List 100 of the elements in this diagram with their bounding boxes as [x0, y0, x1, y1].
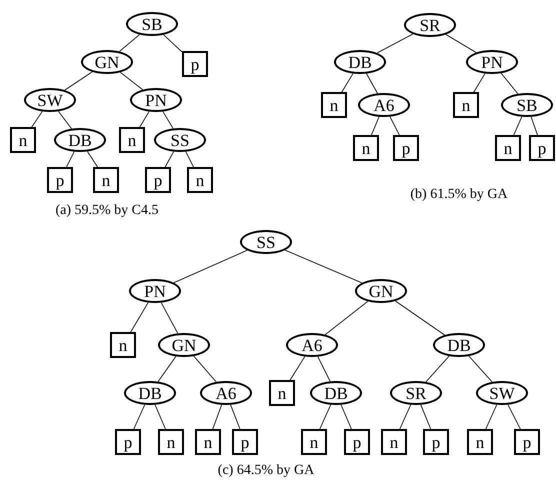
connector-line	[119, 34, 140, 52]
connector-line	[230, 404, 240, 430]
connector-line	[284, 250, 362, 284]
node-label: p	[352, 434, 362, 450]
node-label: p	[538, 140, 546, 156]
node-label: n	[504, 140, 512, 156]
node-label: GN	[368, 282, 394, 300]
leaf-node	[187, 167, 213, 193]
leaf-node	[467, 429, 493, 455]
attribute-node	[154, 128, 206, 152]
node-label: n	[362, 140, 370, 156]
connector-line	[340, 404, 352, 430]
leaf-node	[269, 380, 295, 406]
attribute-node	[240, 230, 292, 254]
node-label: n	[310, 434, 318, 450]
leaf-node	[381, 429, 407, 455]
connector-line	[446, 34, 476, 53]
connector-line	[58, 110, 72, 130]
attribute-node	[358, 93, 410, 117]
connector-line	[324, 300, 368, 336]
connector-line	[371, 116, 380, 136]
attribute-node	[334, 50, 386, 74]
attribute-node	[81, 50, 133, 74]
leaf-node	[514, 429, 540, 455]
attribute-node	[310, 381, 362, 405]
node-label: p	[124, 434, 132, 450]
node-label: n	[278, 384, 286, 402]
node-label: GN	[172, 336, 196, 354]
node-label: A6	[302, 336, 322, 354]
leaf-node	[195, 429, 221, 455]
attribute-node	[476, 381, 528, 405]
node-label: n	[196, 172, 204, 188]
node-label: n	[390, 434, 398, 450]
leaf-node	[453, 92, 479, 118]
leaf-node	[344, 429, 370, 455]
connector-line	[160, 302, 178, 334]
attribute-node	[129, 279, 181, 303]
connector-line	[163, 34, 182, 52]
node-label: p	[190, 56, 200, 72]
leaf-node	[10, 127, 36, 153]
attribute-node	[501, 93, 553, 117]
connector-line	[139, 111, 150, 128]
node-label: SR	[420, 16, 440, 34]
leaf-node	[529, 135, 555, 161]
connector-line	[399, 404, 412, 430]
leaf-node	[353, 135, 379, 161]
leaf-node	[301, 429, 327, 455]
connector-line	[420, 404, 432, 430]
connector-line	[212, 404, 222, 430]
node-label: p	[154, 172, 162, 188]
attribute-node	[404, 13, 456, 37]
attribute-node	[433, 333, 485, 357]
connector-line	[317, 356, 331, 382]
connector-line	[162, 111, 174, 129]
connector-line	[164, 151, 174, 168]
leaf-node	[423, 429, 449, 455]
connector-line	[485, 404, 498, 430]
node-label: DB	[138, 384, 162, 402]
node-label: SS	[170, 132, 190, 148]
node-label: n	[476, 434, 484, 450]
node-label: SW	[37, 92, 63, 108]
node-label: SB	[516, 96, 538, 114]
leaf-node	[115, 429, 141, 455]
connector-line	[395, 300, 445, 336]
attribute-node	[124, 381, 176, 405]
leaf-node	[182, 51, 208, 77]
connector-line	[64, 71, 93, 91]
node-label: GN	[94, 54, 120, 70]
node-label: SS	[256, 234, 276, 250]
attribute-node	[24, 88, 76, 112]
connector-line	[508, 404, 521, 430]
connector-line	[390, 116, 400, 136]
node-label: n	[204, 434, 212, 450]
subfigure-caption: (a) 59.5% by C4.5	[55, 203, 159, 219]
node-label: A6	[374, 96, 394, 114]
connector-line	[130, 302, 149, 332]
leaf-node	[93, 167, 119, 193]
node-label: DB	[324, 384, 348, 402]
connector-line	[426, 356, 450, 382]
connector-line	[513, 116, 522, 136]
node-label: n	[128, 132, 136, 148]
connector-line	[473, 73, 486, 92]
node-label: p	[56, 172, 64, 188]
node-label: DB	[447, 336, 471, 354]
node-label: p	[522, 434, 532, 450]
node-label: n	[118, 336, 128, 354]
node-label: n	[166, 434, 176, 450]
node-label: DB	[68, 132, 92, 148]
leaf-node	[495, 135, 521, 161]
attribute-node	[158, 333, 210, 357]
leaf-node	[145, 167, 171, 193]
connector-line	[341, 73, 354, 92]
attribute-node	[126, 12, 178, 36]
connector-line	[530, 116, 538, 136]
node-label: PN	[145, 92, 167, 108]
connector-line	[87, 151, 98, 168]
attribute-node	[130, 88, 182, 112]
attribute-node	[466, 50, 518, 74]
connector-line	[120, 72, 144, 90]
node-label: A6	[216, 384, 236, 402]
